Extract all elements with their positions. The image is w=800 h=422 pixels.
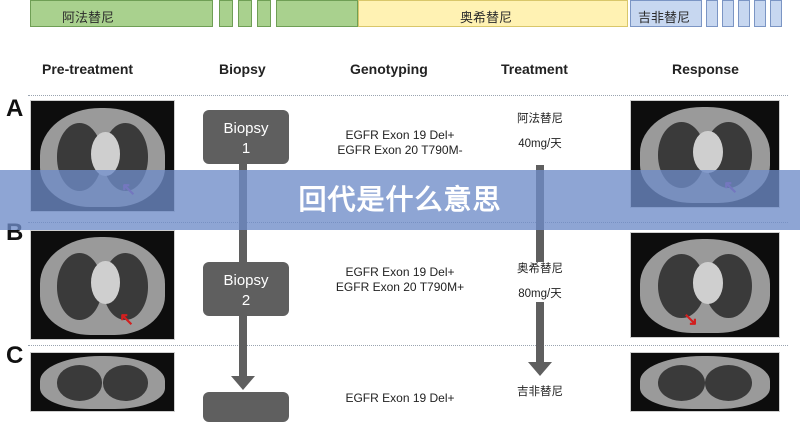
down-arrow-icon <box>528 362 552 376</box>
ct-lung <box>56 364 103 401</box>
row-divider <box>28 345 788 346</box>
column-header-biopsy: Biopsy <box>219 61 266 77</box>
genotype-line: EGFR Exon 20 T790M+ <box>335 280 465 294</box>
ct-scan-pretreatment-b: ↖ <box>30 230 175 340</box>
genotype-line: EGFR Exon 19 Del+ <box>345 391 455 405</box>
biopsy-number: 1 <box>241 140 251 157</box>
genotype-line: EGFR Exon 19 Del+ <box>345 128 455 142</box>
column-header-response: Response <box>672 61 739 77</box>
down-arrow-icon <box>231 376 255 390</box>
ct-heart <box>693 262 723 304</box>
genotype-line: EGFR Exon 20 T790M- <box>337 143 463 157</box>
ct-heart <box>91 131 120 176</box>
genotype-line: EGFR Exon 19 Del+ <box>345 265 455 279</box>
red-arrow-icon: ↖ <box>119 309 135 329</box>
drug-name: 阿法替尼 <box>517 113 563 125</box>
biopsy-box-2: Biopsy 2 <box>203 262 289 316</box>
column-header-pretreatment: Pre-treatment <box>42 61 134 77</box>
column-header-genotyping: Genotyping <box>350 61 428 77</box>
timeline-tick <box>257 0 271 27</box>
timeline-label-gefitinib: 吉非替尼 <box>638 10 691 25</box>
ct-lung <box>705 364 753 401</box>
row-letter-c: C <box>6 342 24 369</box>
timeline-label-afatinib: 阿法替尼 <box>62 10 115 25</box>
timeline-label-osimertinib: 奥希替尼 <box>460 10 513 25</box>
timeline-segment-afatinib <box>30 0 213 27</box>
biopsy-label: Biopsy <box>223 272 269 289</box>
ct-scan-response-c <box>630 352 780 412</box>
biopsy-box-3 <box>203 392 289 422</box>
row-letter-a: A <box>6 95 24 122</box>
timeline-tick <box>770 0 782 27</box>
timeline-tick <box>706 0 718 27</box>
timeline-tick <box>219 0 233 27</box>
drug-name: 奥希替尼 <box>517 263 563 275</box>
red-arrow-icon: ↘ <box>683 309 699 329</box>
column-header-treatment: Treatment <box>501 61 568 77</box>
timeline-tick <box>722 0 734 27</box>
title-banner <box>0 170 800 230</box>
biopsy-number: 2 <box>241 292 251 309</box>
biopsy-box-1: Biopsy 1 <box>203 110 289 164</box>
banner-title: 回代是什么意思 <box>298 184 502 215</box>
ct-lung <box>657 364 705 401</box>
genotype-a: EGFR Exon 19 Del+ EGFR Exon 20 T790M- <box>310 128 490 158</box>
timeline-tick <box>754 0 766 27</box>
ct-heart <box>693 130 723 174</box>
drug-dose: 40mg/天 <box>518 138 562 150</box>
timeline-segment-green <box>276 0 358 27</box>
ct-scan-response-b: ↘ <box>630 232 780 338</box>
drug-name: 吉非替尼 <box>517 386 563 398</box>
timeline-tick <box>738 0 750 27</box>
treatment-a: 阿法替尼 40mg/天 <box>500 112 580 152</box>
timeline-segment-osimertinib <box>358 0 628 27</box>
drug-dose: 80mg/天 <box>518 288 562 300</box>
treatment-c: 吉非替尼 <box>500 385 580 400</box>
ct-scan-pretreatment-c <box>30 352 175 412</box>
ct-lung <box>102 364 149 401</box>
biopsy-label: Biopsy <box>223 120 269 137</box>
row-divider <box>28 95 788 96</box>
genotype-b: EGFR Exon 19 Del+ EGFR Exon 20 T790M+ <box>310 265 490 295</box>
genotype-c: EGFR Exon 19 Del+ <box>310 391 490 406</box>
treatment-b: 奥希替尼 80mg/天 <box>500 262 580 302</box>
timeline-segment-gefitinib <box>630 0 702 27</box>
timeline-tick <box>238 0 252 27</box>
ct-heart <box>91 261 120 305</box>
